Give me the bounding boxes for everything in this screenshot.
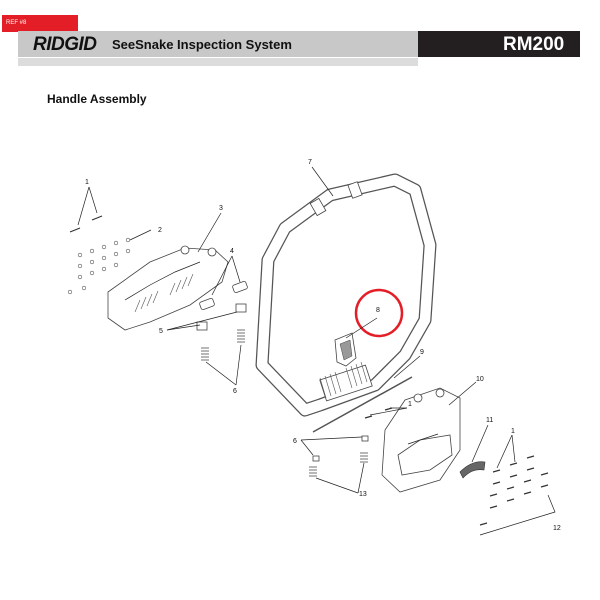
callout-8: 8 (376, 307, 380, 314)
highlight-circle (354, 288, 404, 338)
callout-5: 5 (159, 328, 163, 335)
callout-1: 1 (85, 179, 89, 186)
part-11-clip (459, 461, 486, 479)
callout-6b: 6 (293, 438, 297, 445)
brand-logo: RIDGID (33, 34, 97, 55)
header-underline (18, 58, 418, 66)
part-12-screws (364, 407, 549, 526)
part-9-rod (312, 376, 413, 433)
callout-9: 9 (420, 349, 424, 356)
callout-2: 2 (158, 227, 162, 234)
callout-1b: 1 (408, 401, 412, 408)
callout-7: 7 (308, 159, 312, 166)
part-6-13-springs-bottom (309, 435, 369, 477)
model-number: RM200 (503, 34, 565, 55)
part-2-inserts (67, 237, 131, 295)
product-name: SeeSnake Inspection System (112, 37, 292, 52)
part-8-bracket (334, 332, 357, 367)
header-bar (18, 31, 418, 57)
callout-11: 11 (486, 417, 493, 424)
callout-1c: 1 (511, 428, 515, 435)
section-title: Handle Assembly (47, 92, 147, 106)
part-1-screws-left (69, 215, 103, 233)
ref-tag: REF #8 (2, 15, 78, 32)
part-6-springs-left (201, 329, 245, 361)
callout-12: 12 (553, 525, 561, 532)
header-model-box (418, 31, 580, 57)
callout-13: 13 (359, 491, 367, 498)
part-4-5-clips (196, 281, 248, 331)
callout-6: 6 (233, 388, 237, 395)
callout-4: 4 (230, 248, 234, 255)
callout-3: 3 (219, 205, 223, 212)
part-10-right-housing (381, 387, 461, 493)
part-3-left-housing (107, 245, 229, 331)
leader-lines (77, 166, 556, 536)
part-7-handle-frame (255, 173, 437, 417)
callout-10: 10 (476, 376, 484, 383)
